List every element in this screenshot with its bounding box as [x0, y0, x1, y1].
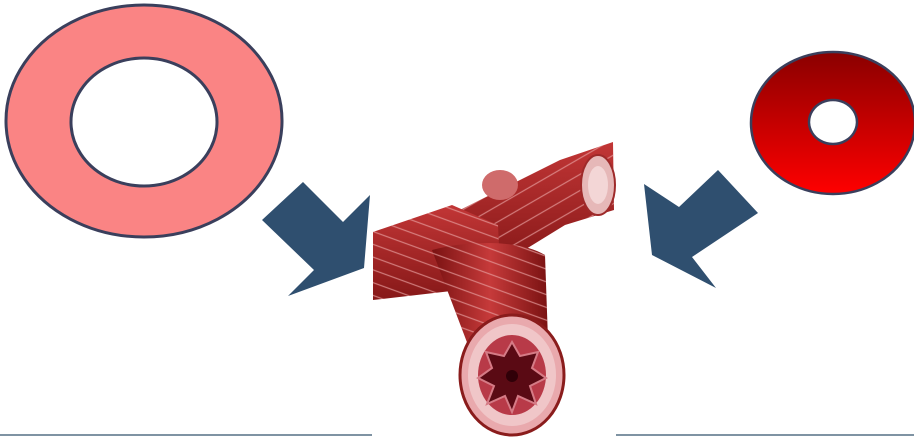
left-arrow — [262, 182, 370, 296]
right-thin-ring — [751, 52, 914, 194]
left-thick-ring — [6, 5, 282, 237]
bronchus-cross-section — [460, 315, 564, 435]
thin-ring-icon — [751, 52, 914, 194]
bronchus-illustration — [373, 142, 615, 435]
thick-ring-icon — [6, 5, 282, 237]
arrow-down-left-icon — [644, 170, 758, 288]
arrow-down-right-icon — [262, 182, 370, 296]
right-arrow — [644, 170, 758, 288]
